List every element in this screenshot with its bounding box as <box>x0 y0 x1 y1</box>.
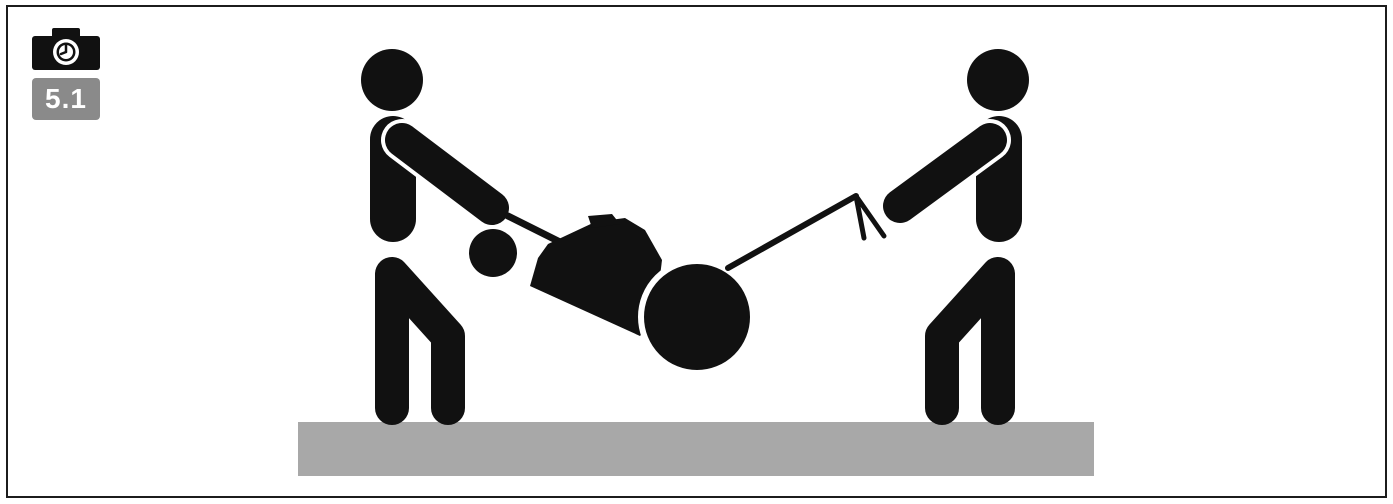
left-person <box>361 49 492 408</box>
right-person <box>900 49 1029 408</box>
lawn-mower <box>469 196 884 373</box>
platform <box>298 422 1094 476</box>
